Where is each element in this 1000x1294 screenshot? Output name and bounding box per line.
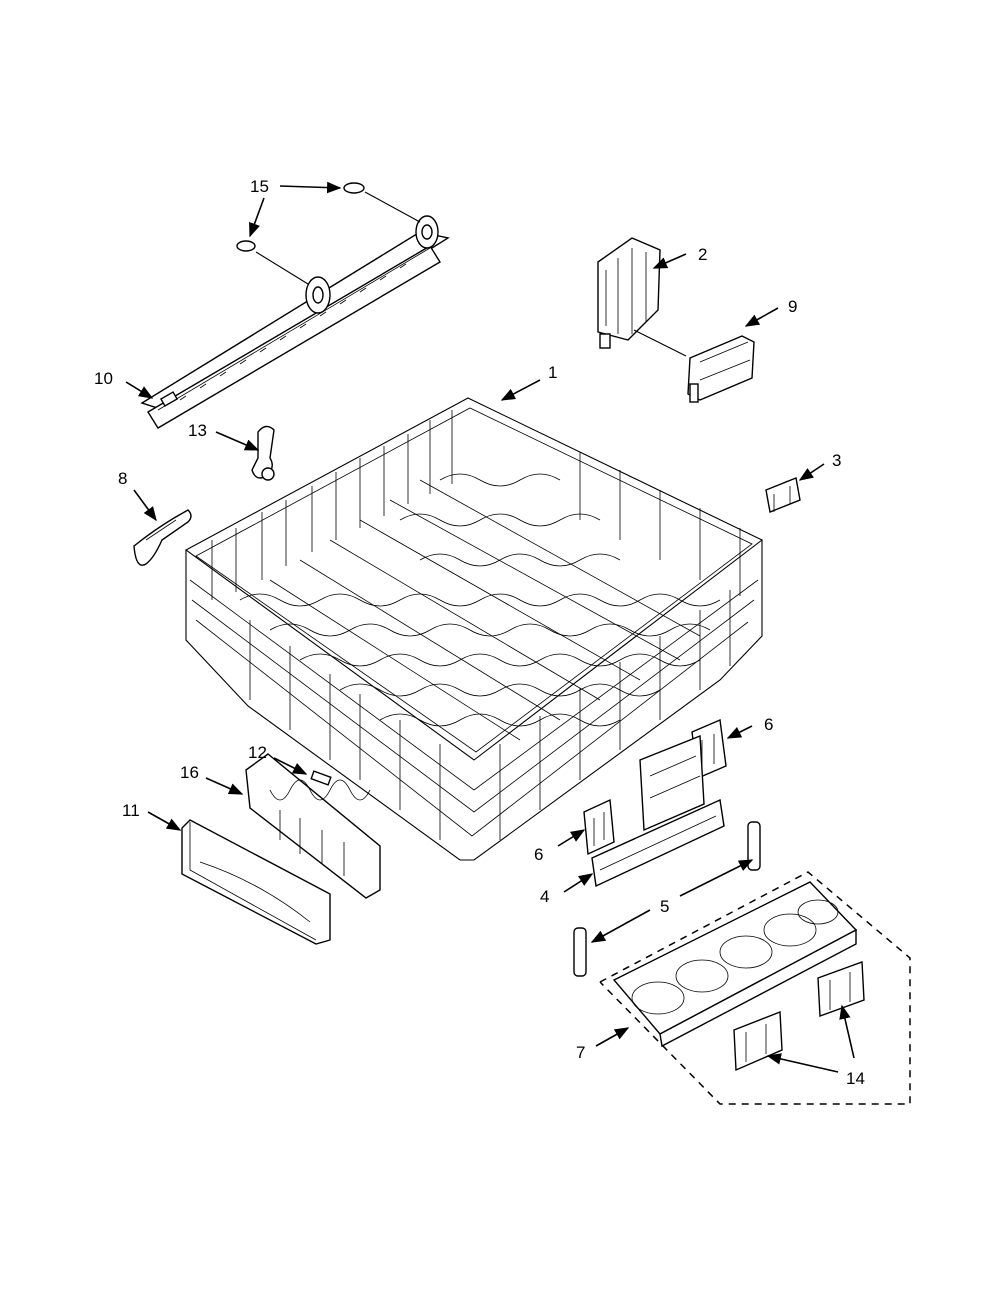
callout-3: 3 <box>832 451 841 470</box>
rail-assembly <box>140 215 450 429</box>
callout-4: 4 <box>540 887 549 906</box>
callout-1: 1 <box>548 363 557 382</box>
dishrack-basket <box>184 397 764 861</box>
callout-labels: 1 2 3 4 5 6 6 7 8 9 10 11 12 13 14 15 16 <box>94 177 865 1088</box>
bracket-part <box>633 329 755 403</box>
callout-16: 16 <box>180 763 199 782</box>
roller-pin-parts <box>236 182 421 285</box>
callout-14: 14 <box>846 1069 865 1088</box>
callout-10: 10 <box>94 369 113 388</box>
stop-clip-part <box>251 425 275 481</box>
rack-clip-part <box>597 237 661 349</box>
callout-9: 9 <box>788 297 797 316</box>
callout-6-upper: 6 <box>764 715 773 734</box>
small-clip-part <box>765 477 801 513</box>
shelf-clip-part <box>733 961 865 1072</box>
handle-clip-part <box>133 509 192 566</box>
callout-8: 8 <box>118 469 127 488</box>
handle-part <box>181 819 331 945</box>
callout-2: 2 <box>698 245 707 264</box>
tine-pivot-part <box>573 821 761 977</box>
tine-row-part <box>591 734 725 888</box>
callout-6-lower: 6 <box>534 845 543 864</box>
tine-clip-lower-part <box>583 798 615 856</box>
cup-shelf-group <box>599 871 911 1105</box>
callout-11: 11 <box>122 801 140 820</box>
leader-lines <box>125 181 855 1073</box>
callout-7: 7 <box>576 1043 585 1062</box>
callout-12: 12 <box>248 743 267 762</box>
callout-15: 15 <box>250 177 269 196</box>
handle-bracket-part <box>245 753 381 899</box>
callout-5: 5 <box>660 897 669 916</box>
callout-13: 13 <box>188 421 207 440</box>
